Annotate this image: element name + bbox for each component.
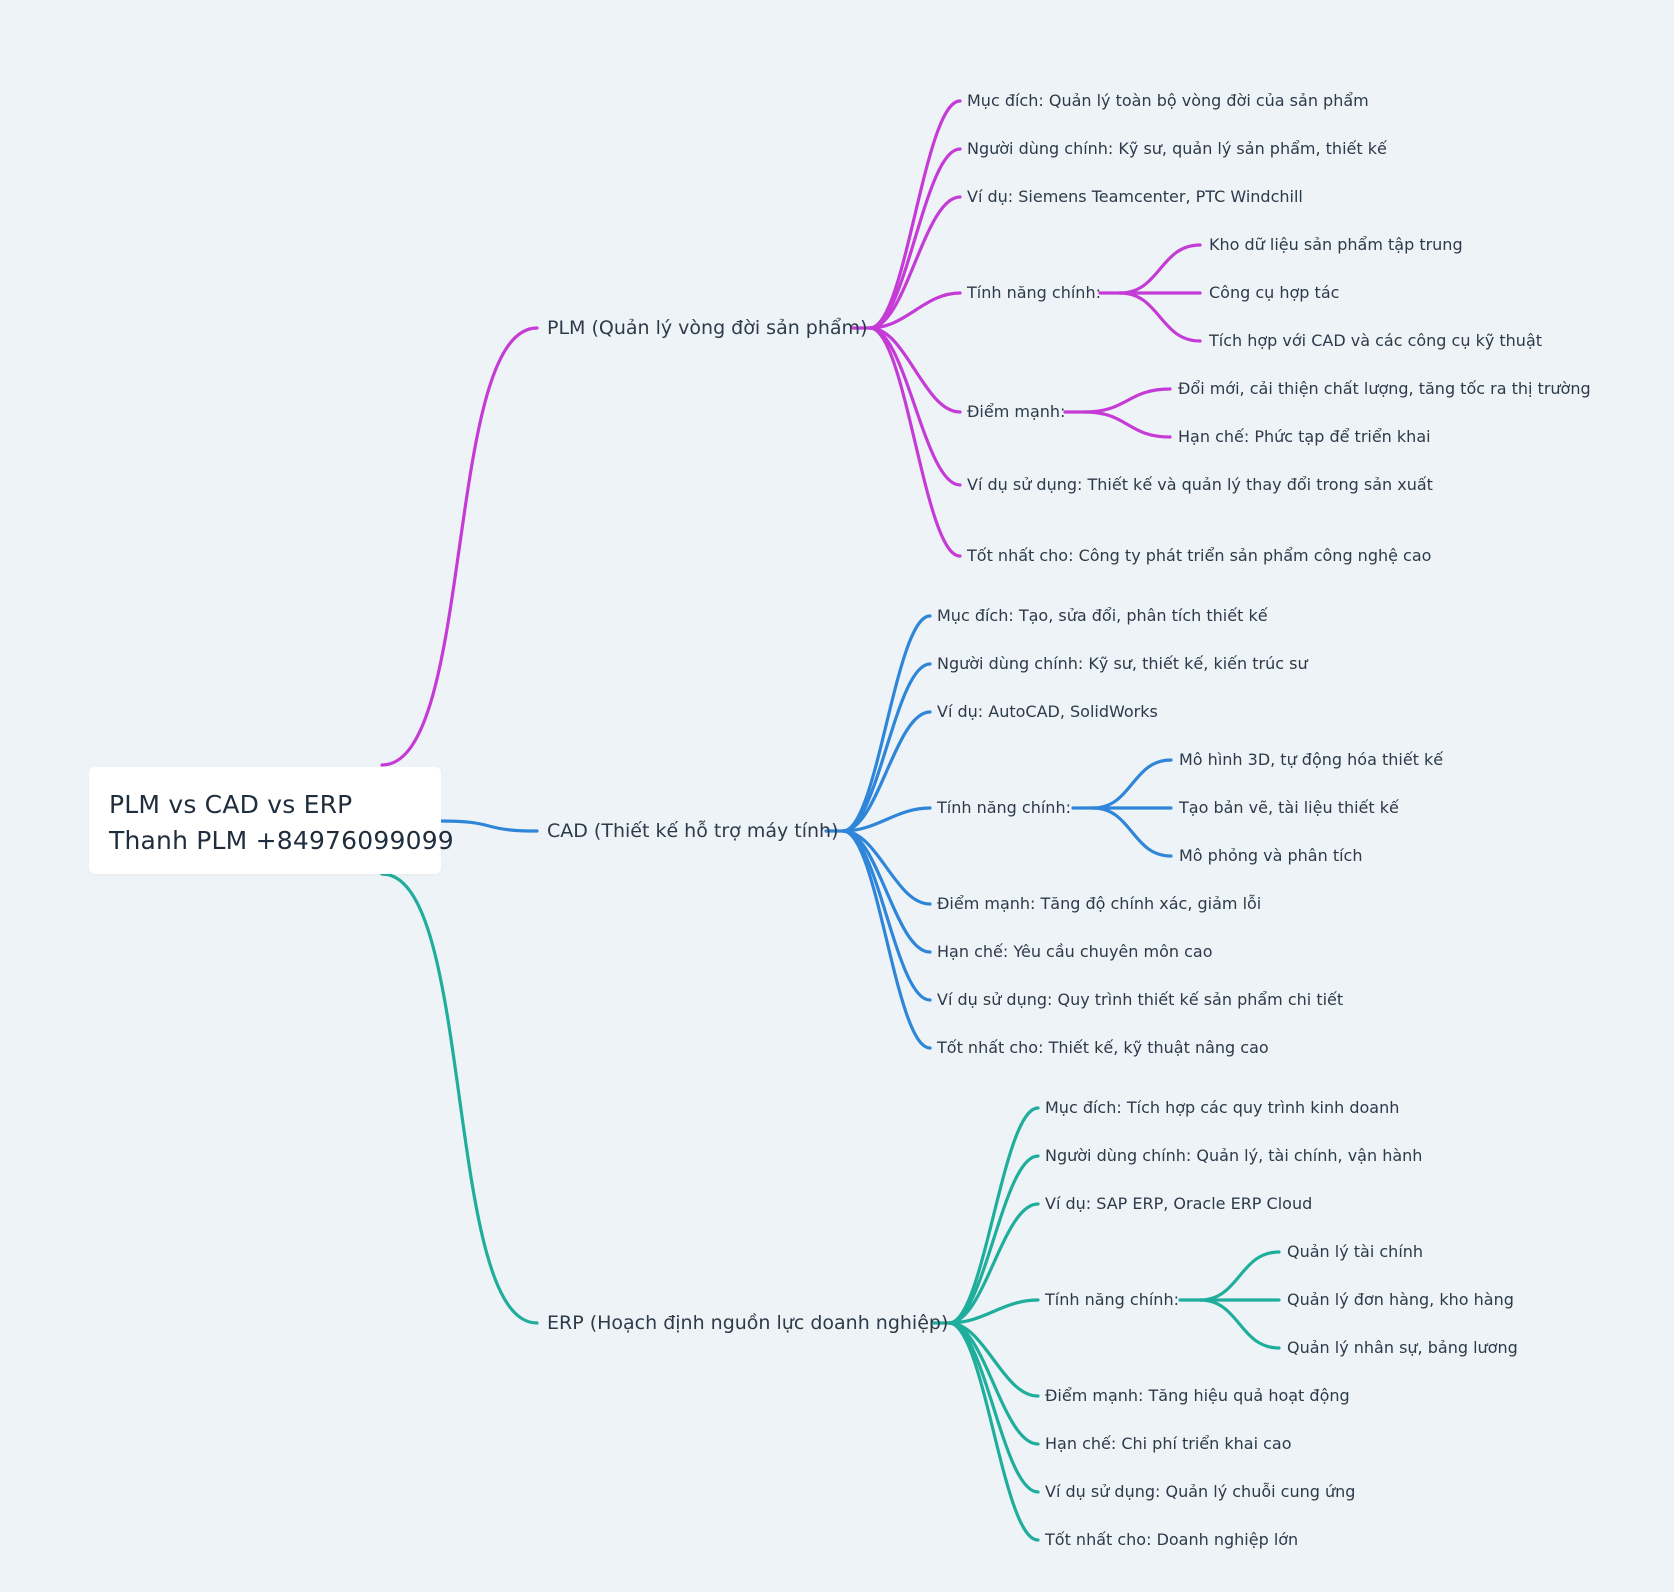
erp-limitation[interactable]: Hạn chế: Chi phí triển khai cao — [1045, 1434, 1292, 1453]
connector-plm-strength-1 — [1083, 410, 1172, 439]
connector-cad-child-7 — [841, 829, 932, 1050]
connector-root-plm — [380, 326, 539, 767]
connector-plm-child-6 — [868, 326, 962, 558]
connector-cad-feature-2 — [1091, 806, 1173, 858]
connector-plm-strength-0 — [1083, 387, 1172, 414]
connector-plm-feature-0 — [1118, 243, 1202, 295]
branch-cad[interactable]: CAD (Thiết kế hỗ trợ máy tính) — [547, 820, 839, 842]
connector-erp-child-6 — [947, 1321, 1040, 1494]
plm-purpose[interactable]: Mục đích: Quản lý toàn bộ vòng đời của s… — [967, 91, 1369, 110]
connector-erp-child-7 — [947, 1321, 1040, 1542]
plm-use-case[interactable]: Ví dụ sử dụng: Thiết kế và quản lý thay … — [967, 475, 1433, 494]
plm-feature-cad-integration[interactable]: Tích hợp với CAD và các công cụ kỹ thuật — [1209, 331, 1543, 350]
cad-examples[interactable]: Ví dụ: AutoCAD, SolidWorks — [937, 702, 1158, 721]
erp-feature-finance[interactable]: Quản lý tài chính — [1287, 1242, 1424, 1261]
erp-feature-orders-inventory[interactable]: Quản lý đơn hàng, kho hàng — [1287, 1290, 1514, 1309]
plm-key-features[interactable]: Tính năng chính: — [967, 283, 1101, 302]
erp-feature-hr-payroll[interactable]: Quản lý nhân sự, bảng lương — [1287, 1338, 1518, 1357]
root-title: PLM vs CAD vs ERP — [109, 790, 353, 819]
erp-best-for[interactable]: Tốt nhất cho: Doanh nghiệp lớn — [1045, 1530, 1299, 1549]
branch-plm[interactable]: PLM (Quản lý vòng đời sản phẩm) — [547, 317, 868, 339]
erp-purpose[interactable]: Mục đích: Tích hợp các quy trình kinh do… — [1045, 1098, 1400, 1117]
root-topic[interactable]: PLM vs CAD vs ERP Thanh PLM +84976099099 — [89, 767, 454, 874]
connector-cad-child-0 — [841, 614, 932, 833]
plm-feature-central-repo[interactable]: Kho dữ liệu sản phẩm tập trung — [1209, 235, 1463, 254]
plm-main-users[interactable]: Người dùng chính: Kỹ sư, quản lý sản phẩ… — [967, 139, 1387, 158]
connector-erp-child-1 — [947, 1154, 1040, 1325]
connector-plm-child-1 — [868, 147, 962, 330]
cad-feature-3d-modeling[interactable]: Mô hình 3D, tự động hóa thiết kế — [1179, 750, 1444, 769]
connector-cad-feature-0 — [1091, 758, 1173, 810]
root-subtitle: Thanh PLM +84976099099 — [109, 826, 454, 855]
plm-best-for[interactable]: Tốt nhất cho: Công ty phát triển sản phẩ… — [967, 546, 1432, 565]
cad-limitation[interactable]: Hạn chế: Yêu cầu chuyên môn cao — [937, 942, 1213, 961]
cad-feature-drawings[interactable]: Tạo bản vẽ, tài liệu thiết kế — [1179, 798, 1399, 817]
erp-strengths[interactable]: Điểm mạnh: Tăng hiệu quả hoạt động — [1045, 1386, 1350, 1405]
connector-erp-feature-0 — [1198, 1250, 1281, 1302]
connector-cad-child-3 — [841, 806, 932, 833]
connector-plm-feature-2 — [1118, 291, 1202, 343]
connector-plm-child-3 — [868, 291, 962, 330]
plm-strengths[interactable]: Điểm mạnh: — [967, 402, 1066, 421]
cad-main-users[interactable]: Người dùng chính: Kỹ sư, thiết kế, kiến … — [937, 654, 1308, 673]
connector-erp-child-0 — [947, 1106, 1040, 1325]
connector-cad-child-1 — [841, 662, 932, 833]
erp-examples[interactable]: Ví dụ: SAP ERP, Oracle ERP Cloud — [1045, 1194, 1313, 1213]
plm-feature-collaboration[interactable]: Công cụ hợp tác — [1209, 283, 1340, 302]
connector-erp-child-2 — [947, 1202, 1040, 1325]
connector-plm-child-2 — [868, 195, 962, 330]
cad-purpose[interactable]: Mục đích: Tạo, sửa đổi, phân tích thiết … — [937, 606, 1268, 625]
cad-use-case[interactable]: Ví dụ sử dụng: Quy trình thiết kế sản ph… — [937, 990, 1344, 1009]
connector-plm-child-4 — [868, 326, 962, 414]
plm-examples[interactable]: Ví dụ: Siemens Teamcenter, PTC Windchill — [967, 187, 1303, 206]
cad-feature-simulation[interactable]: Mô phỏng và phân tích — [1179, 846, 1363, 865]
plm-strength-innovation[interactable]: Đổi mới, cải thiện chất lượng, tăng tốc … — [1178, 379, 1591, 398]
plm-limitation[interactable]: Hạn chế: Phức tạp để triển khai — [1178, 427, 1431, 446]
erp-key-features[interactable]: Tính năng chính: — [1045, 1290, 1179, 1309]
cad-best-for[interactable]: Tốt nhất cho: Thiết kế, kỹ thuật nâng ca… — [937, 1038, 1269, 1057]
connector-root-cad — [439, 819, 539, 833]
connector-erp-feature-2 — [1198, 1298, 1281, 1350]
connector-cad-child-6 — [841, 829, 932, 1002]
connector-plm-child-5 — [868, 326, 962, 487]
connector-root-erp — [380, 872, 539, 1325]
branch-erp[interactable]: ERP (Hoạch định nguồn lực doanh nghiệp) — [547, 1312, 949, 1334]
connector-cad-child-2 — [841, 710, 932, 833]
erp-main-users[interactable]: Người dùng chính: Quản lý, tài chính, vậ… — [1045, 1146, 1423, 1165]
cad-strengths[interactable]: Điểm mạnh: Tăng độ chính xác, giảm lỗi — [937, 894, 1262, 913]
cad-key-features[interactable]: Tính năng chính: — [937, 798, 1071, 817]
connector-erp-child-3 — [947, 1298, 1040, 1325]
erp-use-case[interactable]: Ví dụ sử dụng: Quản lý chuỗi cung ứng — [1045, 1482, 1356, 1501]
